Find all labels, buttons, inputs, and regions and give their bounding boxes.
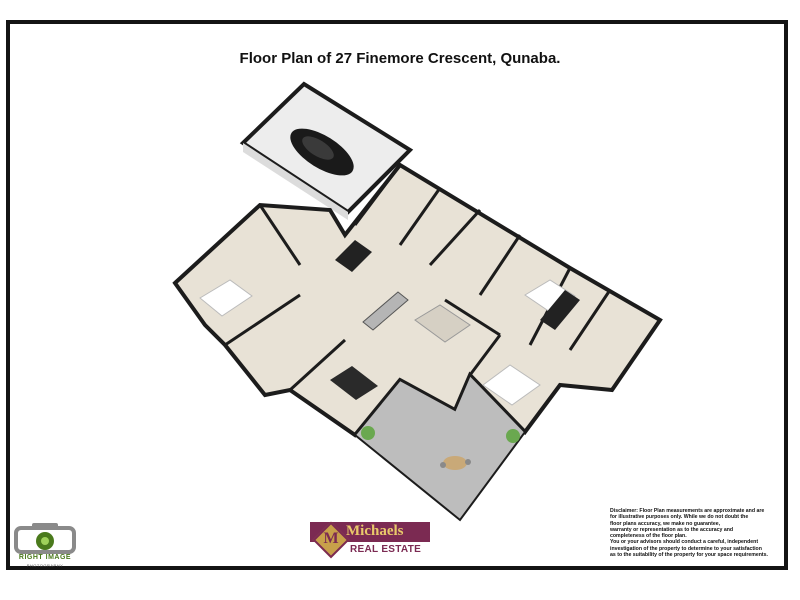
disclaimer-line: Disclaimer: Floor Plan measurements are … xyxy=(610,508,765,514)
floor-plan-3d xyxy=(172,81,663,522)
plant-icon xyxy=(506,429,520,443)
disclaimer-line: You or your advisors should conduct a ca… xyxy=(610,539,759,546)
photographer-tagline: PHOTOGRAPHY xyxy=(26,563,64,568)
disclaimer-line: for illustrative purposes only. While we… xyxy=(610,514,749,521)
agency-logo: M Michaels REAL ESTATE xyxy=(310,521,430,559)
patio-table-icon xyxy=(440,456,471,470)
photographer-name: RIGHT IMAGE xyxy=(18,554,72,561)
agency-badge-letter: M xyxy=(323,530,339,547)
page-title: Floor Plan of 27 Finemore Crescent, Quna… xyxy=(239,50,561,67)
agency-subtitle: REAL ESTATE xyxy=(350,544,422,555)
garage-wall xyxy=(243,143,348,220)
agency-name: Michaels xyxy=(346,523,404,539)
disclaimer-line: warranty or representation as to the acc… xyxy=(610,526,734,533)
dining-table-icon xyxy=(330,366,378,400)
sofa-icon xyxy=(414,304,471,343)
car-icon xyxy=(290,128,354,176)
camera-icon xyxy=(14,523,76,554)
photographer-logo: RIGHT IMAGE PHOTOGRAPHY xyxy=(10,520,80,572)
wardrobe-icon xyxy=(335,240,580,330)
kitchen-island xyxy=(362,291,409,331)
disclaimer-line: completeness of the floor plan. xyxy=(610,533,687,540)
plant-icon xyxy=(361,426,375,440)
disclaimer-line: floor plans accuracy, we make no guarant… xyxy=(610,520,721,527)
disclaimer-line: investigation of the property to determi… xyxy=(610,545,762,552)
disclaimer-line: as to the suitability of the property fo… xyxy=(610,552,768,559)
disclaimer: Disclaimer: Floor Plan measurements are … xyxy=(610,508,795,558)
